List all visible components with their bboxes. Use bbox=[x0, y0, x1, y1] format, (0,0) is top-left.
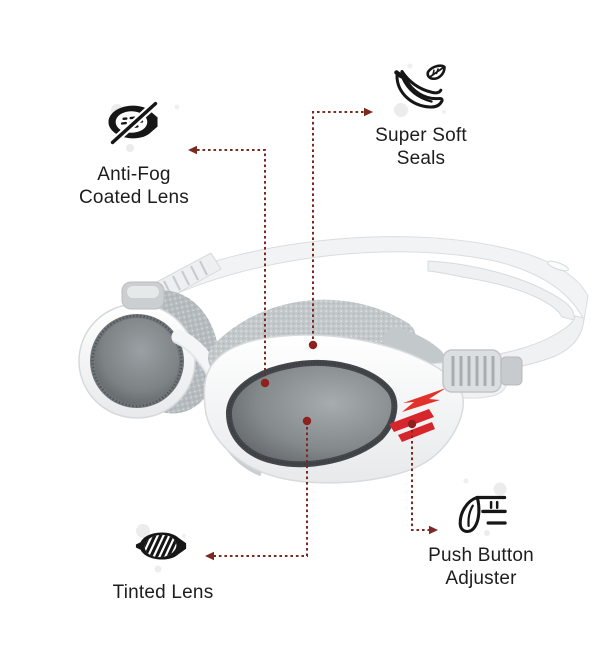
feature-label-line: Anti-Fog bbox=[97, 164, 171, 185]
endpoint-dot bbox=[260, 378, 270, 388]
connector-tinted-lens bbox=[214, 427, 308, 557]
feature-label-line: Seals bbox=[396, 148, 446, 169]
endpoint-dot bbox=[302, 416, 312, 426]
feature-callout-push-button-adjuster: Push Button Adjuster bbox=[386, 544, 576, 590]
arrowhead-left-icon bbox=[205, 551, 214, 561]
soft-seals-icon bbox=[394, 64, 446, 109]
right-eyecup bbox=[203, 299, 523, 484]
strap-slot bbox=[547, 260, 569, 272]
feature-label-line: Coated Lens bbox=[79, 187, 189, 208]
decorative-dots bbox=[111, 63, 507, 573]
anti-fog-lens-icon bbox=[108, 99, 160, 146]
endpoint-dot bbox=[308, 340, 318, 350]
feature-label-line: Push Button bbox=[428, 545, 534, 566]
endpoint-dot bbox=[407, 419, 417, 429]
feature-label-line: Super Soft bbox=[375, 125, 467, 146]
connector-push-button bbox=[411, 430, 429, 531]
push-button-adjuster-icon bbox=[458, 495, 507, 534]
feature-callout-anti-fog: Anti-Fog Coated Lens bbox=[39, 163, 229, 209]
feature-callout-super-soft-seals: Super Soft Seals bbox=[326, 124, 516, 170]
feature-callout-tinted-lens: Tinted Lens bbox=[68, 581, 258, 604]
feature-label-line: Tinted Lens bbox=[112, 582, 214, 603]
speedo-logo bbox=[402, 388, 446, 412]
leaf-icon bbox=[426, 64, 446, 81]
left-eyecup bbox=[78, 281, 219, 419]
strap-adjuster-clip bbox=[442, 349, 523, 393]
feature-label-line: Adjuster bbox=[445, 568, 517, 589]
left-lens bbox=[95, 318, 179, 404]
arrowhead-right-icon bbox=[429, 525, 438, 535]
connector-super-soft-seals bbox=[312, 111, 364, 339]
thumb-icon bbox=[458, 495, 481, 534]
connector-anti-fog bbox=[197, 149, 266, 377]
arrowhead-left-icon bbox=[188, 145, 197, 155]
arrowhead-right-icon bbox=[364, 107, 373, 117]
tinted-lens-icon bbox=[135, 532, 187, 560]
